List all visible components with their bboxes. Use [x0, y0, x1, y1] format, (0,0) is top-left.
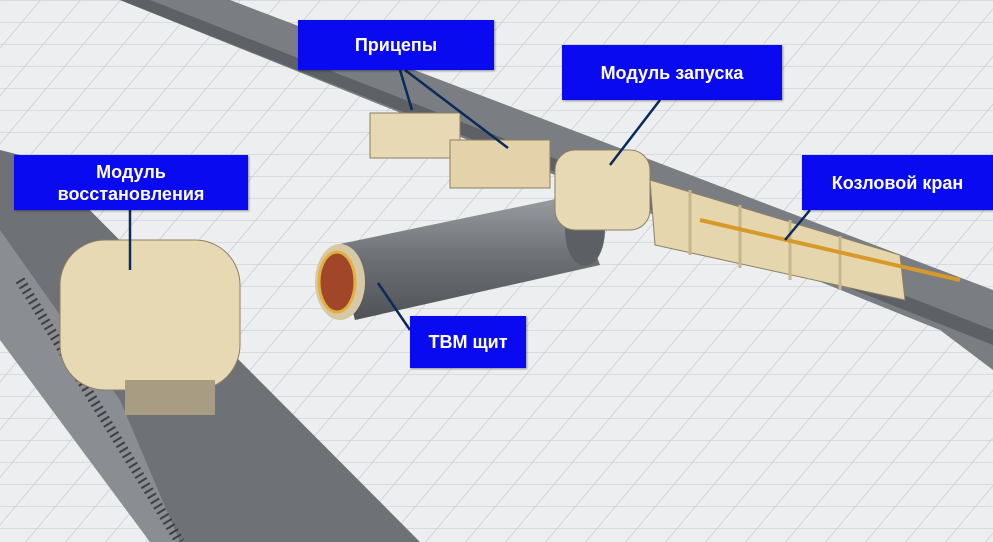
label-gantry-crane: Козловой кран — [802, 155, 993, 210]
launch-module — [554, 149, 651, 231]
label-launch-module: Модуль запуска — [562, 45, 782, 100]
label-trailers: Прицепы — [298, 20, 494, 70]
recovery-module — [59, 239, 241, 391]
recovery-module-base — [125, 380, 215, 415]
label-trailers-text: Прицепы — [354, 35, 438, 55]
crane-rail — [699, 218, 961, 282]
label-recovery-module-line1: Модуль — [96, 161, 166, 182]
label-tbm-shield: ТВМ щит — [410, 316, 526, 368]
trailer-1 — [369, 112, 461, 159]
tunnel-tube — [335, 195, 600, 320]
label-launch-module-text: Модуль запуска — [600, 62, 744, 83]
pointer-arrows — [128, 69, 811, 331]
label-tbm-shield-text: ТВМ щит — [428, 332, 508, 352]
label-recovery-module: Модуль восстановления — [14, 155, 248, 210]
trailer-2 — [449, 139, 551, 189]
label-gantry-crane-text: Козловой кран — [831, 172, 964, 193]
gantry-crane-frames — [688, 190, 842, 290]
tbm-cutterhead — [317, 250, 357, 314]
label-recovery-module-line2: восстановления — [57, 183, 205, 204]
